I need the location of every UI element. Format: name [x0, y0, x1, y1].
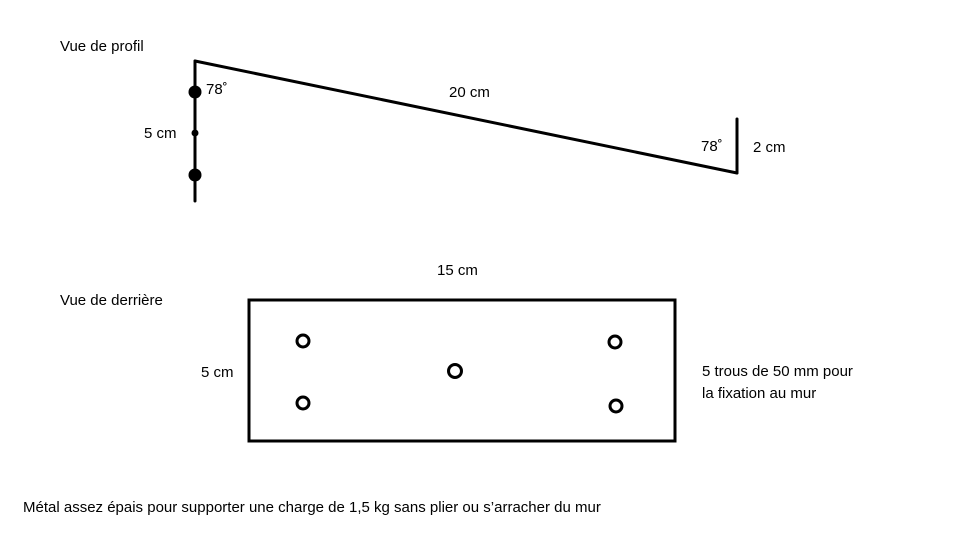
back-height-label: 5 cm — [201, 364, 234, 381]
back-view-title: Vue de derrière — [60, 292, 163, 309]
profile-view — [193, 59, 739, 203]
angle-bottom-label: 78˚ — [701, 138, 723, 155]
back-width-label: 15 cm — [437, 262, 478, 279]
lip-height-label: 2 cm — [753, 139, 786, 156]
profile-view-title: Vue de profil — [60, 38, 144, 55]
holes-note-line-1: 5 trous de 50 mm pour — [702, 363, 853, 380]
material-note: Métal assez épais pour supporter une cha… — [23, 499, 601, 516]
screw-dot-middle — [191, 129, 199, 137]
hole-center — [447, 363, 463, 379]
holes-note: 5 trous de 50 mm pour la fixation au mur — [702, 361, 853, 405]
back-plate-rect — [247, 298, 677, 443]
shelf-arm-line — [193, 59, 739, 175]
arm-length-label: 20 cm — [449, 84, 490, 101]
profile-height-label: 5 cm — [144, 125, 177, 142]
hole-top-left — [295, 333, 311, 349]
mounting-holes — [295, 333, 624, 414]
hole-bottom-left — [295, 395, 311, 411]
screw-dot-bottom — [188, 168, 202, 182]
hole-top-right — [607, 334, 623, 350]
screw-dot-top — [188, 85, 202, 99]
hole-bottom-right — [608, 398, 624, 414]
holes-note-line-2: la fixation au mur — [702, 385, 817, 402]
angle-top-label: 78˚ — [206, 81, 228, 98]
